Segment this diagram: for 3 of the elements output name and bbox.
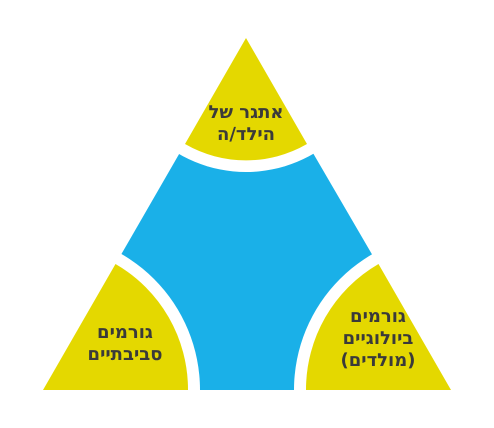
segment-label: אתגר של הילד/ה bbox=[207, 102, 285, 146]
segment-label: גורמים סביבתיים bbox=[86, 322, 164, 366]
segment-label: גורמים ביולוגיים (מולדים) bbox=[340, 306, 416, 372]
